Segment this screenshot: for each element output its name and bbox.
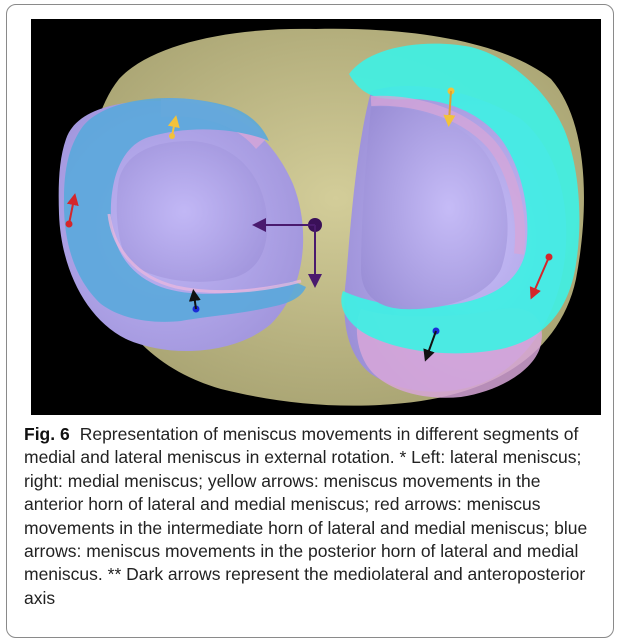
figure-label: Fig. 6 [24,424,70,444]
figure-caption-text: Representation of meniscus movements in … [24,424,587,608]
figure-image [31,19,601,415]
knee-rendering [31,19,601,415]
